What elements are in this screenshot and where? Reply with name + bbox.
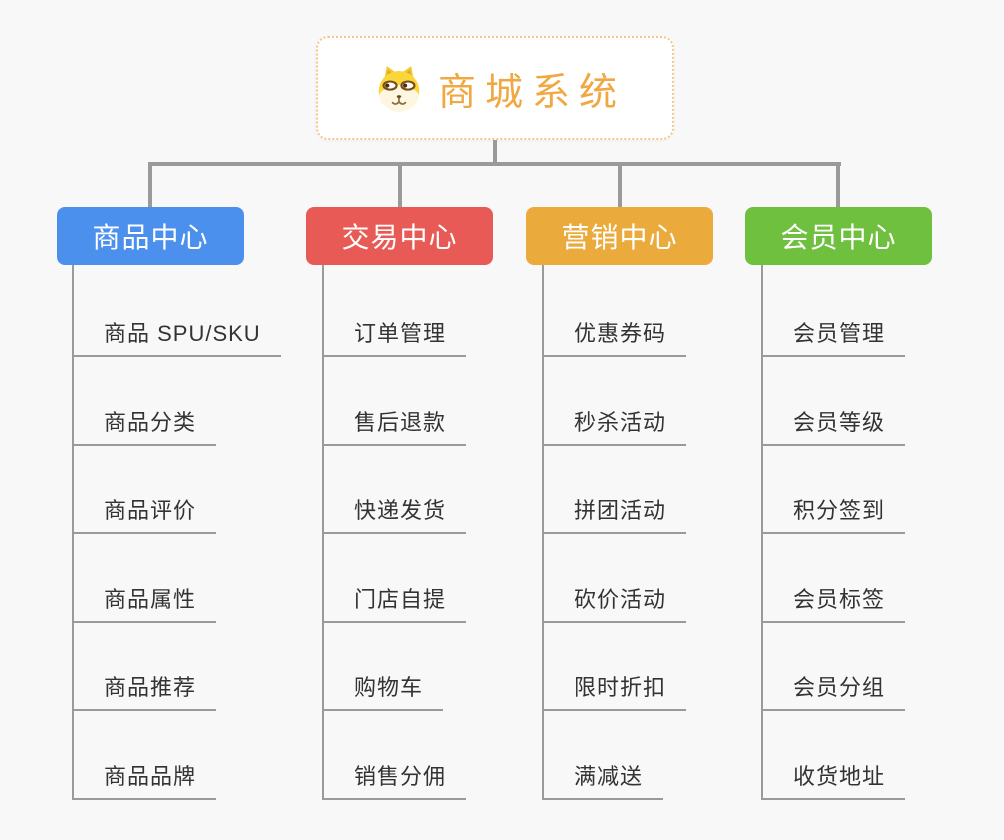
leaf-node[interactable]: 会员分组 (761, 673, 906, 711)
root-title: 商城系统 (437, 71, 626, 114)
dog-icon (378, 66, 420, 112)
leaf-node[interactable]: 收货地址 (761, 762, 906, 800)
leaf-node[interactable]: 商品推荐 (72, 673, 217, 711)
leaf-node[interactable]: 快递发货 (322, 496, 467, 534)
branch-node-member-center[interactable]: 会员中心 (745, 207, 932, 265)
leaf-node[interactable]: 优惠券码 (542, 319, 687, 357)
branch-node-trade-center[interactable]: 交易中心 (306, 207, 493, 265)
leaf-node[interactable]: 会员管理 (761, 319, 906, 357)
leaf-node[interactable]: 限时折扣 (542, 673, 687, 711)
branch-node-marketing-center[interactable]: 营销中心 (526, 207, 713, 265)
leaf-node[interactable]: 秒杀活动 (542, 408, 687, 446)
connector-drop-trade (398, 162, 402, 207)
connector-drop-product (148, 162, 152, 207)
branch-label: 交易中心 (341, 222, 458, 253)
leaf-node[interactable]: 商品属性 (72, 585, 217, 623)
leaf-node[interactable]: 销售分佣 (322, 762, 467, 800)
connector-bus (149, 162, 841, 166)
connector-drop-marketing (618, 162, 622, 207)
leaf-node[interactable]: 商品分类 (72, 408, 217, 446)
leaf-node[interactable]: 门店自提 (322, 585, 467, 623)
leaf-node[interactable]: 购物车 (322, 673, 444, 711)
leaf-node[interactable]: 订单管理 (322, 319, 467, 357)
branch-label: 营销中心 (561, 222, 678, 253)
branch-label: 会员中心 (780, 222, 897, 253)
leaf-node[interactable]: 砍价活动 (542, 585, 687, 623)
leaf-node[interactable]: 商品 SPU/SKU (72, 319, 281, 357)
connector-root-stem (493, 140, 497, 164)
leaf-node[interactable]: 会员标签 (761, 585, 906, 623)
leaf-node[interactable]: 积分签到 (761, 496, 906, 534)
leaf-node[interactable]: 商品评价 (72, 496, 217, 534)
root-node-mall-system[interactable]: 商城系统 (316, 36, 674, 140)
branch-label: 商品中心 (92, 222, 209, 253)
leaf-node[interactable]: 满减送 (542, 762, 664, 800)
leaf-node[interactable]: 拼团活动 (542, 496, 687, 534)
connector-drop-member (836, 162, 840, 207)
leaf-node[interactable]: 会员等级 (761, 408, 906, 446)
leaf-node[interactable]: 售后退款 (322, 408, 467, 446)
branch-node-product-center[interactable]: 商品中心 (57, 207, 244, 265)
leaf-node[interactable]: 商品品牌 (72, 762, 217, 800)
